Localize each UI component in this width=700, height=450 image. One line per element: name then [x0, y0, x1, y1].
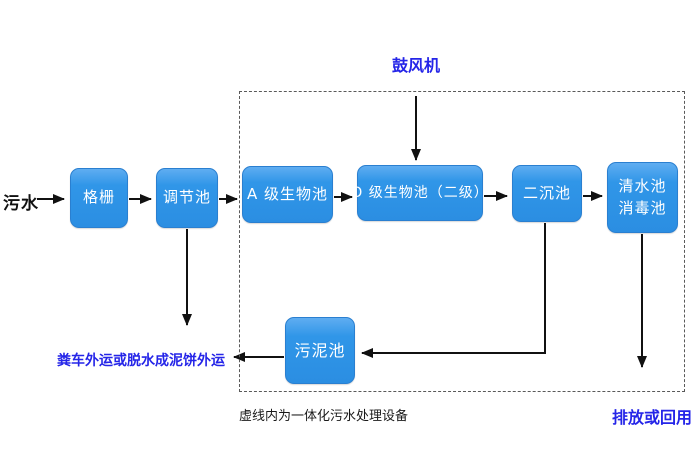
sludge-disposal-label: 粪车外运或脱水成泥饼外运 — [57, 353, 225, 369]
node-sludge-tank: 污泥池 — [285, 317, 355, 384]
discharge-reuse-label: 排放或回用 — [612, 408, 693, 427]
blower-label: 鼓风机 — [392, 56, 441, 75]
arrow-secondary-to-sludge — [361, 223, 546, 358]
node-o-level-bio-tank-label: O 级生物池（二级） — [351, 184, 489, 201]
node-a-level-bio-tank: A 级生物池 — [242, 166, 333, 223]
node-clear-water-label: 清水池 — [618, 176, 667, 195]
dashed-box-caption: 虚线内为一体化污水处理设备 — [239, 409, 409, 424]
node-sludge-tank-label: 污泥池 — [294, 340, 346, 360]
integrated-equipment-boundary — [239, 91, 685, 392]
node-disinfection-label: 消毒池 — [618, 198, 667, 217]
node-regulating-tank-label: 调节池 — [162, 188, 211, 207]
node-a-level-bio-tank-label: A 级生物池 — [246, 184, 329, 203]
node-grille-label: 格栅 — [82, 188, 115, 207]
node-regulating-tank: 调节池 — [156, 168, 218, 228]
node-secondary-sedimentation-tank-label: 二沉池 — [522, 183, 571, 202]
node-o-level-bio-tank: O 级生物池（二级） — [351, 165, 488, 221]
node-grille: 格栅 — [70, 168, 128, 228]
influent-label: 污水 — [3, 194, 39, 214]
node-clear-water-disinfection-tank: 清水池 消毒池 — [607, 162, 678, 233]
node-secondary-sedimentation-tank: 二沉池 — [512, 165, 582, 222]
